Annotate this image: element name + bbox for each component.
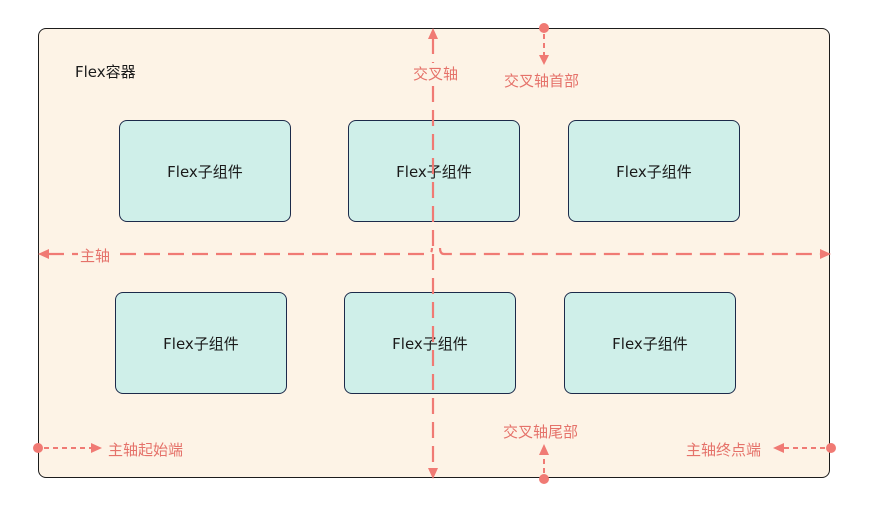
flex-item-3: Flex子组件 [568, 120, 740, 222]
flex-item-2: Flex子组件 [348, 120, 520, 222]
flex-item-4: Flex子组件 [115, 292, 287, 394]
main-end-label: 主轴终点端 [686, 441, 762, 459]
cross-axis-label: 交叉轴 [413, 63, 459, 84]
flex-item-1: Flex子组件 [119, 120, 291, 222]
main-start-label: 主轴起始端 [108, 441, 184, 459]
flex-container [38, 28, 830, 478]
flex-container-label: Flex容器 [75, 63, 136, 81]
main-axis-label: 主轴 [78, 245, 113, 266]
flex-item-6: Flex子组件 [564, 292, 736, 394]
cross-end-label: 交叉轴尾部 [503, 423, 579, 441]
cross-start-label: 交叉轴首部 [504, 72, 580, 90]
flex-item-5: Flex子组件 [344, 292, 516, 394]
